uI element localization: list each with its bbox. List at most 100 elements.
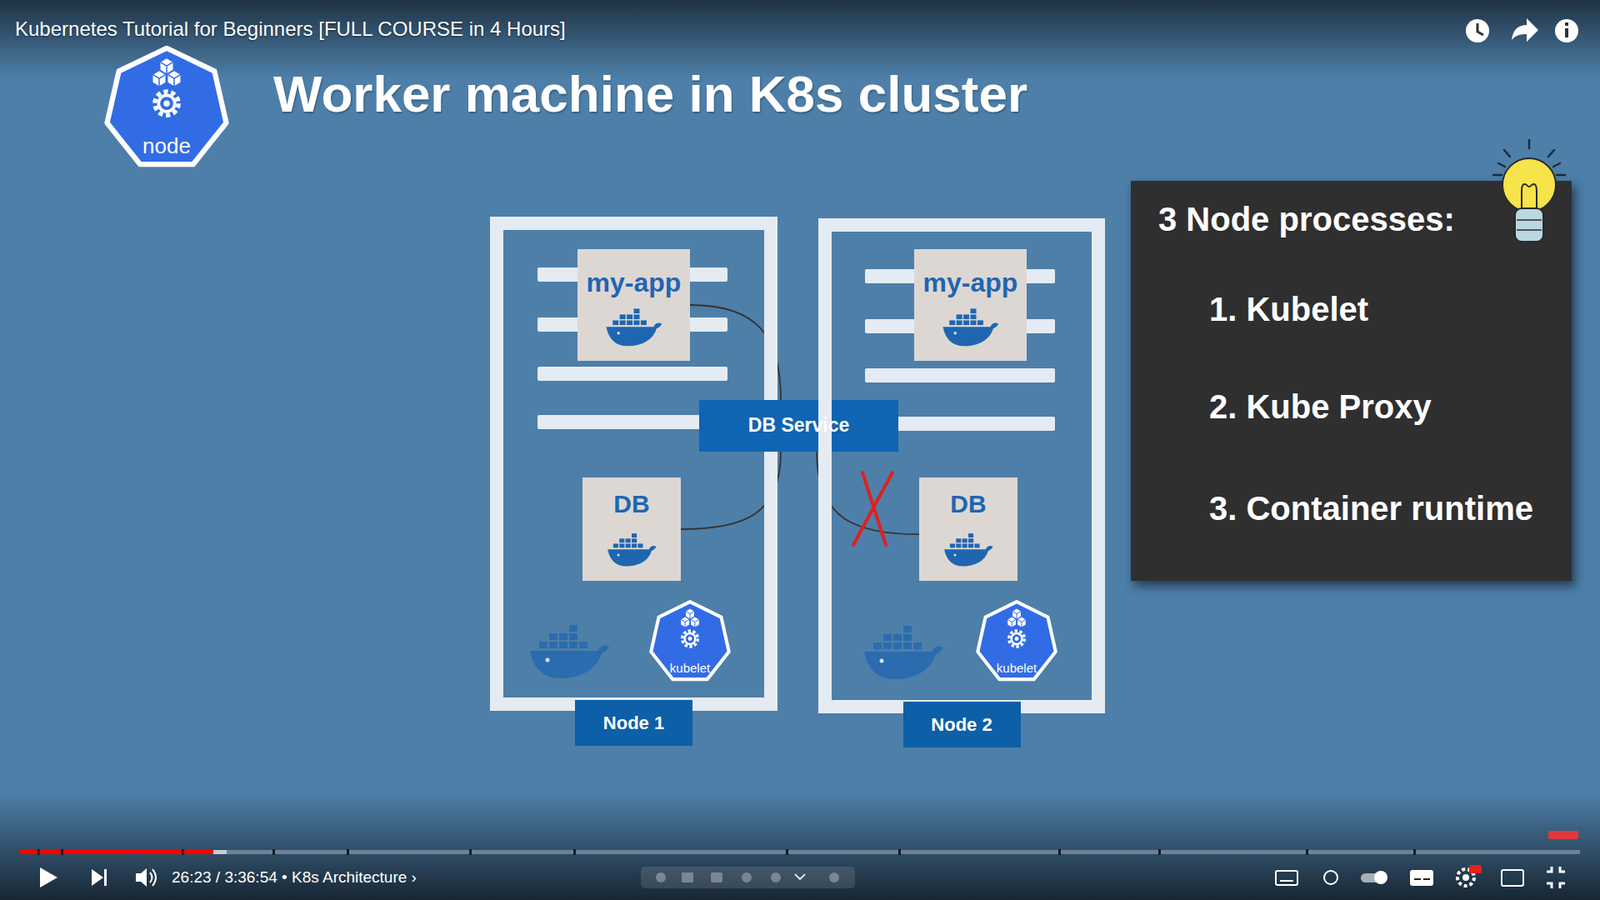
heptagon-outline	[650, 601, 729, 680]
chapter-gap	[573, 849, 576, 855]
bulb-glass	[1502, 158, 1556, 212]
volume-icon	[135, 868, 147, 887]
toolbar-icon	[795, 874, 805, 880]
chapter-gap	[1305, 849, 1309, 855]
pod-card	[914, 249, 1027, 361]
watch-later-icon	[1465, 19, 1490, 43]
pod-card	[582, 477, 681, 581]
chapter-gap	[181, 849, 185, 855]
row-stripe	[865, 368, 1055, 383]
bottom-shade	[0, 791, 1600, 900]
chapter-gaps	[37, 849, 1416, 855]
docker-whale-icon	[864, 625, 944, 680]
pod-box: my-app	[577, 249, 690, 361]
icon-label: kubelet	[996, 660, 1037, 676]
kubernetes-glyph	[680, 608, 700, 646]
share-icon	[1511, 18, 1539, 42]
info-dot	[1565, 22, 1569, 26]
worker-node-box: Node 2my-appDBkubelet	[818, 218, 1105, 714]
toolbar-icon	[770, 872, 781, 883]
subtitles-line	[1423, 878, 1430, 880]
chapter-gap	[346, 849, 350, 855]
next-icon	[91, 869, 104, 886]
extension-toolbar	[640, 866, 855, 889]
progress-buffer	[213, 850, 227, 855]
node-name-tab: Node 1	[575, 700, 693, 746]
pod-card	[919, 477, 1018, 581]
pod-box: my-app	[914, 249, 1027, 361]
kubernetes-glyph	[1007, 608, 1026, 646]
chapter-gap	[37, 849, 40, 855]
clock-hands	[1477, 23, 1484, 35]
video-title: Kubernetes Tutorial for Beginners [FULL …	[15, 17, 566, 42]
docker-whale-icon	[606, 308, 663, 346]
fullscreen-exit-icon	[1546, 866, 1565, 889]
process-item: 2. Kube Proxy	[1209, 386, 1432, 427]
chapter-gap	[785, 849, 789, 855]
pod-box: DB	[582, 477, 681, 581]
pod-label: DB	[950, 489, 986, 520]
toolbar-icon	[655, 872, 666, 883]
keyboard-key	[1280, 880, 1294, 882]
icon-label: node	[142, 133, 191, 160]
autoplay-knob	[1374, 870, 1388, 885]
info-panel: 3 Node processes: 1. Kubelet 2. Kube Proxy…	[1130, 180, 1572, 581]
chapter-gap	[898, 849, 901, 855]
process-item: 1. Kubelet	[1209, 289, 1369, 330]
subtitles-line	[1414, 878, 1421, 880]
toolbar-icon	[829, 872, 840, 883]
docker-whale-icon	[944, 533, 993, 566]
docker-whale-icon	[530, 625, 610, 679]
icon-label: kubelet	[670, 660, 710, 676]
pod-card-shape	[577, 249, 690, 361]
chapter-gap	[60, 849, 64, 855]
chapter-gap	[1158, 849, 1161, 855]
info-mark	[1565, 28, 1569, 38]
progress-bar	[20, 849, 1580, 855]
kubernetes-glyph	[153, 58, 181, 115]
volume-waves	[150, 869, 156, 886]
heptagon-outline	[107, 48, 227, 165]
chapter-gap	[469, 849, 472, 855]
toolbar-icon	[741, 872, 752, 883]
loop-icon	[1324, 870, 1338, 885]
node-name-tab: Node 2	[903, 701, 1021, 748]
pod-box: DB	[919, 477, 1018, 581]
title-wrap: Worker machine in K8s cluster	[273, 63, 1028, 125]
docker-whale-icon	[943, 308, 1000, 346]
broken-link-cross	[853, 472, 893, 545]
pod-label: DB	[613, 489, 650, 520]
toolbar-icon	[710, 872, 723, 883]
progress-track	[20, 850, 1580, 855]
pod-card-shape	[914, 249, 1027, 361]
row-stripe	[537, 366, 728, 381]
player-time: 26:23 / 3:36:54 • K8s Architecture ›	[171, 868, 417, 888]
kubelet-icon: kubelet	[647, 597, 733, 685]
pod-card	[577, 249, 690, 361]
cast-icon	[1501, 870, 1524, 886]
chapter-gap	[272, 849, 275, 855]
service-label: DB Service	[748, 414, 850, 438]
label-wrap: Kubernetes Tutorial for Beginners [FULL …	[15, 17, 566, 42]
pod-label: my-app	[923, 266, 1019, 299]
kubelet-icon: kubelet	[974, 597, 1060, 685]
slide-title: Worker machine in K8s cluster	[273, 63, 1028, 125]
settings-hub	[1462, 874, 1470, 881]
keyboard-icon	[1275, 870, 1298, 885]
worker-node-box: Node 1my-appDBkubelet	[490, 216, 778, 711]
node-icon: node	[101, 41, 232, 172]
panel-heading: 3 Node processes:	[1158, 199, 1455, 240]
bulb-base	[1515, 208, 1544, 242]
label-wrap: 26:23 / 3:36:54 • K8s Architecture ›	[171, 868, 417, 888]
lightbulb-icon	[1483, 133, 1575, 259]
docker-whale-icon	[607, 533, 656, 566]
chapter-gap	[1413, 849, 1416, 855]
next-icon-bar	[104, 869, 107, 886]
process-item: 3. Container runtime	[1209, 488, 1534, 529]
player-controls	[40, 865, 1565, 889]
toolbar-icon	[681, 872, 694, 883]
bulb-thread	[1516, 220, 1542, 230]
bulb-filament	[1521, 184, 1537, 209]
